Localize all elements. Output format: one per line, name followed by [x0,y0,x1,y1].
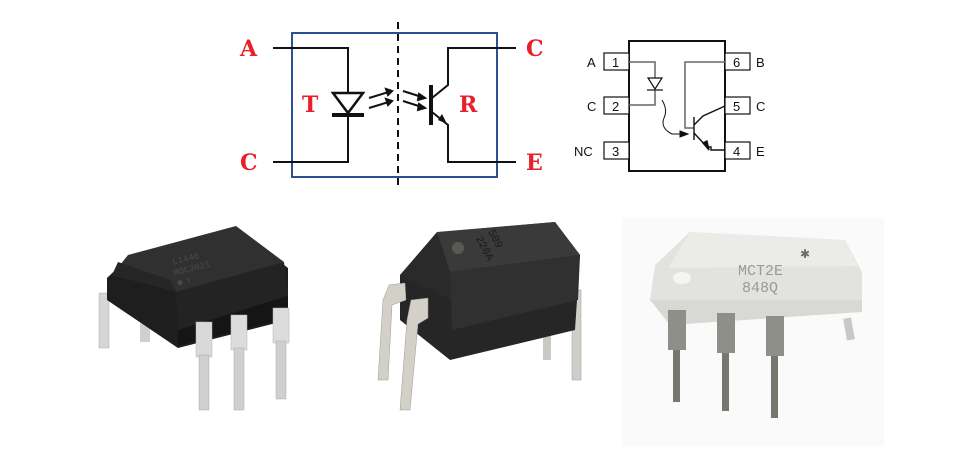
fairchild-logo-icon: ✱ [800,247,810,261]
pin-1-number: 1 [612,55,619,70]
emitter-label: E [526,150,543,176]
cathode-wire [273,117,349,163]
cathode-label: C [240,150,258,176]
pin-3-box [603,141,630,160]
led-diode-icon [330,91,366,117]
pinout-phototransistor-icon [693,105,726,151]
transmitter-label: T [302,92,319,118]
collector-label: C [526,36,544,62]
pin-5-number: 5 [733,99,740,114]
pin-5-name: C [756,99,765,114]
pin-4-name: E [756,144,765,159]
black-dip6-chip-photo: L1446 MOC3021 Y [98,226,290,411]
chip1-marking-line3: Y [185,276,193,287]
chip3-marking-line1: MCT2E [738,263,783,280]
light-emission-arrows-icon [368,87,428,112]
equivalent-circuit-diagram: A C T R C E [239,22,544,190]
pin-2-name: C [587,99,596,114]
white-dip6-chip-photo: MCT2E 848Q ✱ [622,218,884,446]
pinout-led-icon [646,77,664,91]
phototransistor-icon [429,47,516,163]
pin-5-box [724,96,751,115]
receiver-label: R [459,92,478,118]
anode-label: A [239,36,258,62]
pin-4-number: 4 [733,144,740,159]
pin-3-number: 3 [612,144,619,159]
chip2-pin1-dot [452,242,464,254]
pinout-diagram: 1 2 3 4 5 6 A C NC E C B [574,40,765,172]
pin-1-name: A [587,55,596,70]
internal-wiring [629,61,725,129]
anode-wire [273,47,349,92]
chip3-pin1-dot [673,272,691,284]
pin-3-name: NC [574,144,593,159]
chip3-marking-line2: 848Q [742,280,778,297]
ic-body [628,40,726,172]
black-dip4-chip-photo: 509 220A [377,222,582,411]
package-outline-box [291,32,498,178]
pin-6-number: 6 [733,55,740,70]
pin-2-number: 2 [612,99,619,114]
pin-6-name: B [756,55,765,70]
pinout-light-arrow-icon [661,99,690,138]
